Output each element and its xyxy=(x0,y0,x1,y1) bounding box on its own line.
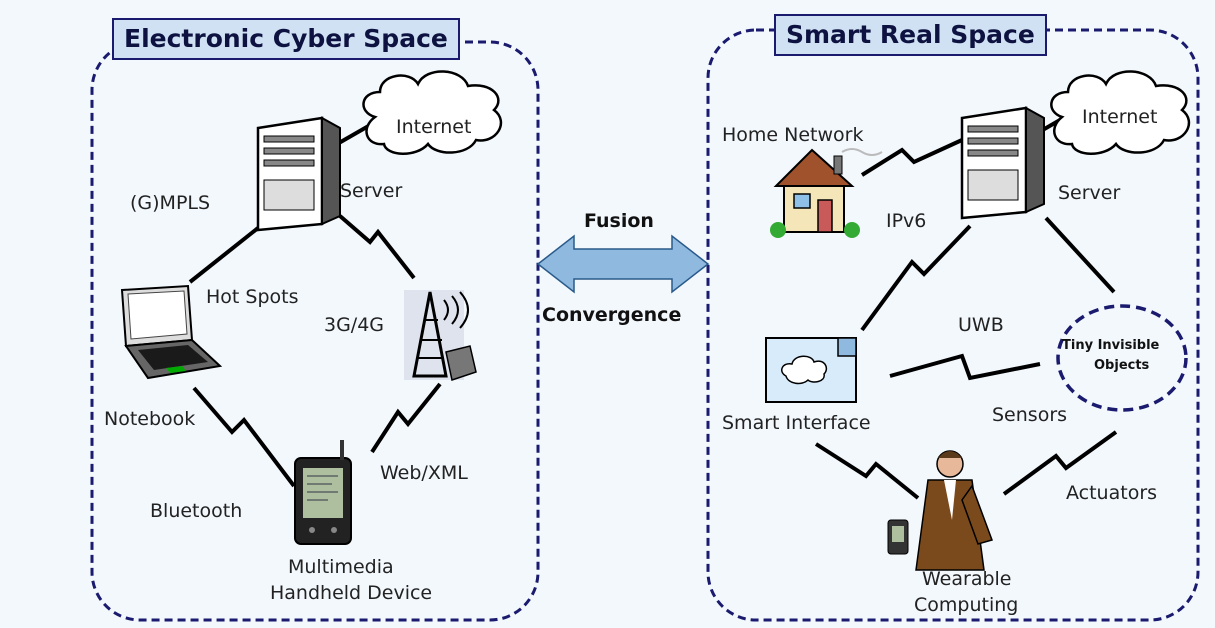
left-handheld-device-icon xyxy=(294,440,352,545)
left-panel-title: Electronic Cyber Space xyxy=(112,18,460,60)
hot-spots-label: Hot Spots xyxy=(206,286,299,308)
home-network-label: Home Network xyxy=(722,124,864,146)
notebook-label: Notebook xyxy=(104,408,196,430)
actuators-label: Actuators xyxy=(1066,482,1158,504)
handheld-device-label-line1: Multimedia xyxy=(288,556,394,578)
convergence-label: Convergence xyxy=(542,304,682,326)
right-internet-label: Internet xyxy=(1082,106,1158,128)
left-server-icon xyxy=(256,116,341,232)
sensors-label: Sensors xyxy=(992,404,1068,426)
left-internet-label: Internet xyxy=(396,116,472,138)
ipv6-label: IPv6 xyxy=(886,210,927,232)
tiny-invisible-label-line1: Tiny Invisible xyxy=(1062,338,1160,353)
tiny-invisible-label-line2: Objects xyxy=(1094,358,1150,373)
right-panel-title: Smart Real Space xyxy=(774,14,1047,56)
right-internet-cloud-icon xyxy=(1050,70,1191,155)
left-3g4g-tower-icon xyxy=(404,290,477,381)
home-network-house-icon xyxy=(770,148,883,238)
right-server-label: Server xyxy=(1058,182,1121,204)
wearable-computing-person-icon xyxy=(887,450,993,571)
web-xml-label: Web/XML xyxy=(380,462,468,484)
tiny-invisible-objects-circle xyxy=(1056,304,1188,412)
handheld-device-label-line2: Handheld Device xyxy=(270,582,433,604)
uwb-label: UWB xyxy=(958,314,1004,336)
fusion-label: Fusion xyxy=(584,210,654,232)
fusion-double-arrow xyxy=(536,234,710,294)
left-server-label: Server xyxy=(340,180,403,202)
wearable-computing-label-line1: Wearable xyxy=(922,568,1012,590)
left-notebook-icon xyxy=(120,284,223,380)
left-internet-cloud-icon xyxy=(362,70,503,155)
left-connections xyxy=(188,122,442,488)
smart-interface-label: Smart Interface xyxy=(722,412,871,434)
gmpls-label: (G)MPLS xyxy=(130,192,211,214)
3g4g-label: 3G/4G xyxy=(324,314,385,336)
wearable-computing-label-line2: Computing xyxy=(914,594,1019,616)
bluetooth-label: Bluetooth xyxy=(150,500,243,522)
smart-interface-icon xyxy=(765,337,857,403)
right-server-icon xyxy=(960,106,1045,220)
